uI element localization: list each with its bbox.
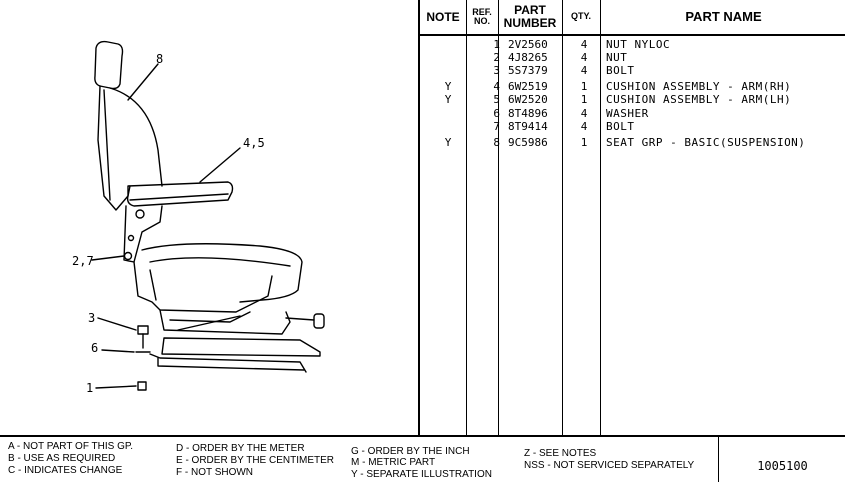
cell-part-number: 9C5986: [508, 136, 548, 149]
cell-note: Y: [444, 136, 452, 149]
cell-qty: 4: [580, 51, 588, 64]
legend-e: E - ORDER BY THE CENTIMETER: [176, 455, 334, 466]
table-row: Y 4 6W2519 1 CUSHION ASSEMBLY - ARM(RH): [420, 80, 845, 93]
cell-part-name: NUT: [606, 51, 628, 64]
cell-ref: 1: [493, 38, 500, 51]
legend-m: M - METRIC PART: [351, 457, 436, 468]
cell-part-name: NUT NYLOC: [606, 38, 671, 51]
cell-ref: 2: [493, 51, 500, 64]
legend-g: G - ORDER BY THE INCH: [351, 446, 470, 457]
legend-f: F - NOT SHOWN: [176, 467, 254, 478]
cell-part-name: CUSHION ASSEMBLY - ARM(LH): [606, 93, 792, 106]
callout-6: 6: [91, 341, 99, 355]
table-row: Y 8 9C5986 1 SEAT GRP - BASIC(SUSPENSION…: [420, 136, 845, 149]
cell-part-name: WASHER: [606, 107, 649, 120]
cell-ref: 8: [493, 136, 500, 149]
cell-ref: 3: [493, 64, 500, 77]
legend-a: A - NOT PART OF THIS GP.: [8, 441, 134, 452]
seat-illustration: [91, 40, 325, 391]
parts-table: NOTE REF. NO. PART NUMBER QTY. PART NAME…: [418, 0, 845, 435]
cell-qty: 4: [580, 38, 588, 51]
header-part-number: PART NUMBER: [498, 0, 562, 34]
legend-z: Z - SEE NOTES: [524, 448, 597, 459]
legend-b: B - USE AS REQUIRED: [8, 453, 116, 464]
header-part-name-label: PART NAME: [685, 9, 762, 25]
cell-part-name: BOLT: [606, 120, 635, 133]
legend-c: C - INDICATES CHANGE: [8, 465, 123, 476]
header-qty-label: QTY.: [570, 11, 591, 22]
document-number-box: 1005100: [718, 437, 845, 482]
cell-ref: 6: [493, 107, 500, 120]
legend-d: D - ORDER BY THE METER: [176, 443, 305, 454]
callout-8: 8: [156, 52, 164, 66]
legend-nss: NSS - NOT SERVICED SEPARATELY: [524, 460, 695, 471]
cell-qty: 4: [580, 107, 588, 120]
header-part-line1: PART: [514, 3, 546, 18]
header-note-label: NOTE: [426, 9, 460, 24]
header-ref-line1: REF.: [472, 6, 492, 17]
table-row: 2 4J8265 4 NUT: [420, 51, 845, 64]
cell-qty: 4: [580, 120, 588, 133]
table-row: 6 8T4896 4 WASHER: [420, 107, 845, 120]
header-part-name: PART NAME: [600, 0, 845, 34]
cell-part-number: 6W2519: [508, 80, 548, 93]
cell-part-name: BOLT: [606, 64, 635, 77]
header-ref-line2: NO.: [473, 16, 490, 26]
legend-y: Y - SEPARATE ILLUSTRATION: [351, 469, 492, 480]
table-row: Y 5 6W2520 1 CUSHION ASSEMBLY - ARM(LH): [420, 93, 845, 106]
cell-part-name: CUSHION ASSEMBLY - ARM(RH): [606, 80, 792, 93]
table-row: 1 2V2560 4 NUT NYLOC: [420, 38, 845, 51]
cell-note: Y: [444, 80, 452, 93]
cell-ref: 7: [493, 120, 500, 133]
callout-3: 3: [88, 311, 96, 325]
callout-1: 1: [86, 381, 94, 395]
callout-2-7: 2,7: [72, 254, 94, 268]
header-ref-no: REF. NO.: [466, 0, 498, 34]
cell-qty: 1: [580, 80, 588, 93]
callout-4-5: 4,5: [243, 136, 265, 150]
footer-legend: A - NOT PART OF THIS GP. B - USE AS REQU…: [0, 435, 845, 482]
cell-part-number: 4J8265: [508, 51, 548, 64]
cell-note: Y: [444, 93, 452, 106]
cell-part-number: 8T9414: [508, 120, 548, 133]
header-part-line2: NUMBER: [503, 16, 557, 30]
cell-ref: 4: [493, 80, 500, 93]
cell-qty: 4: [580, 64, 588, 77]
table-row: 3 5S7379 4 BOLT: [420, 64, 845, 77]
document-number: 1005100: [757, 459, 808, 473]
header-note: NOTE: [420, 0, 466, 34]
cell-qty: 1: [580, 136, 588, 149]
header-qty: QTY.: [562, 0, 600, 34]
cell-ref: 5: [493, 93, 500, 106]
exploded-seat-diagram: 8 4,5 2,7 3 6 1: [0, 0, 418, 435]
cell-part-number: 2V2560: [508, 38, 548, 51]
cell-qty: 1: [580, 93, 588, 106]
cell-part-number: 6W2520: [508, 93, 548, 106]
table-row: 7 8T9414 4 BOLT: [420, 120, 845, 133]
cell-part-name: SEAT GRP - BASIC(SUSPENSION): [606, 136, 806, 149]
cell-part-number: 5S7379: [508, 64, 548, 77]
cell-part-number: 8T4896: [508, 107, 548, 120]
